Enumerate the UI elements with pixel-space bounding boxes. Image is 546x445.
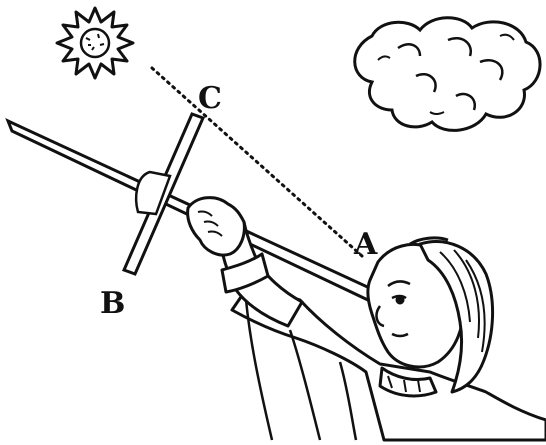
transversal: [124, 114, 203, 274]
star-icon: [57, 8, 133, 78]
cloud-icon: [355, 18, 540, 131]
label-b: B: [100, 286, 125, 321]
label-c: C: [198, 81, 222, 116]
label-a: A: [353, 227, 378, 262]
hand: [188, 198, 245, 255]
